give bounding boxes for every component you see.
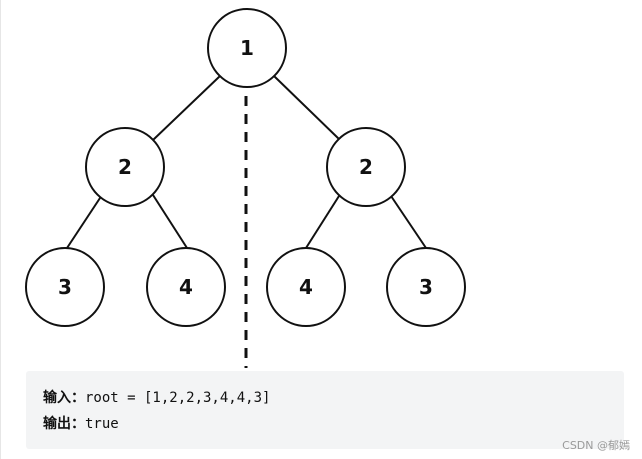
input-label: 输入： xyxy=(43,390,85,406)
edge-root-right xyxy=(273,75,341,141)
node-label: 1 xyxy=(240,36,254,60)
binary-tree-diagram: 1 2 2 3 4 4 3 xyxy=(25,8,466,368)
tree-node-left-child: 2 xyxy=(85,127,165,207)
edge-right-rightleaf xyxy=(390,195,427,249)
example-code-block: 输入：root = [1,2,2,3,4,4,3] 输出：true xyxy=(26,371,624,449)
node-label: 2 xyxy=(359,155,373,179)
tree-node-root: 1 xyxy=(207,8,287,88)
csdn-watermark: CSDN @郁嫣 xyxy=(562,439,630,452)
node-label: 4 xyxy=(299,275,313,299)
tree-node-left-right-leaf: 4 xyxy=(146,247,226,327)
node-label: 3 xyxy=(419,275,433,299)
edge-left-leftleaf xyxy=(66,194,103,249)
output-label: 输出： xyxy=(43,416,85,432)
tree-node-right-child: 2 xyxy=(326,127,406,207)
node-label: 3 xyxy=(58,275,72,299)
edge-right-leftleaf xyxy=(305,195,340,249)
edge-left-rightleaf xyxy=(152,194,188,249)
tree-node-right-right-leaf: 3 xyxy=(386,247,466,327)
tree-node-left-left-leaf: 3 xyxy=(25,247,105,327)
edge-root-left xyxy=(152,75,221,141)
example-output-line: 输出：true xyxy=(43,413,119,433)
example-input-line: 输入：root = [1,2,2,3,4,4,3] xyxy=(43,387,270,407)
page-left-border xyxy=(0,0,1,459)
output-value: true xyxy=(85,416,119,432)
tree-node-right-left-leaf: 4 xyxy=(266,247,346,327)
input-value: root = [1,2,2,3,4,4,3] xyxy=(85,390,271,406)
node-label: 2 xyxy=(118,155,132,179)
node-label: 4 xyxy=(179,275,193,299)
